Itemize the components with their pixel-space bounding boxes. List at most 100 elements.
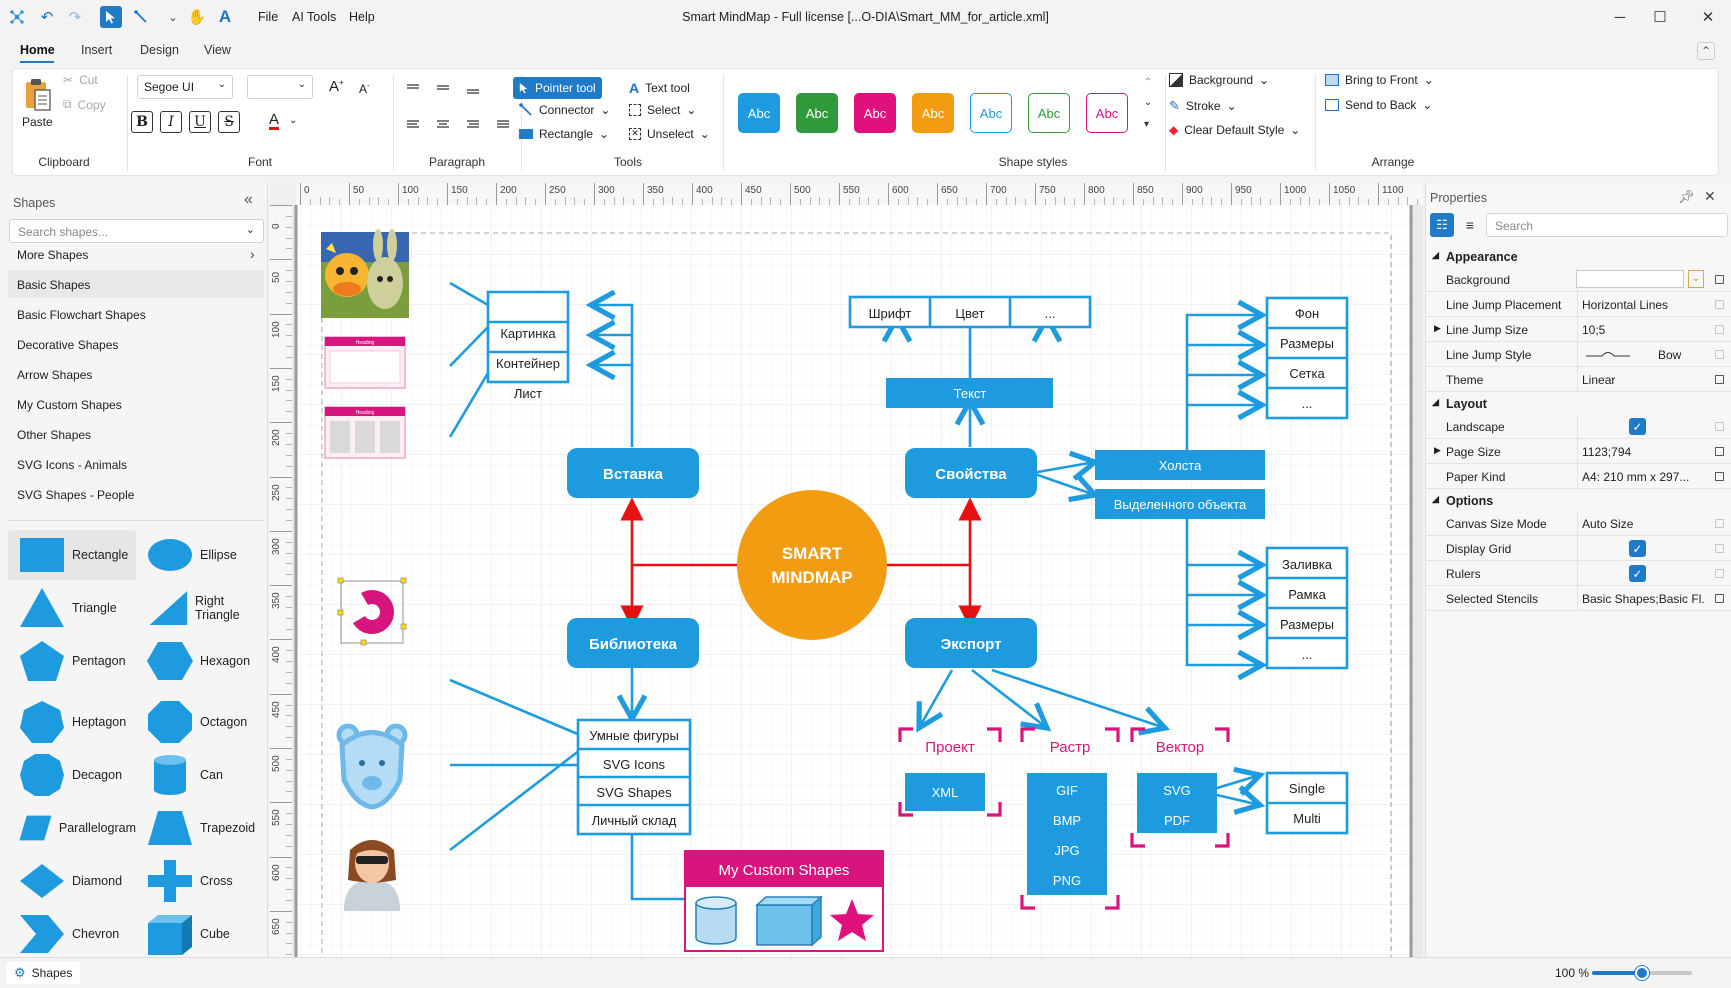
expand-triangle-icon[interactable]: ▶: [1434, 445, 1441, 455]
shape-item[interactable]: Parallelogram: [8, 803, 136, 853]
connector-tool-icon[interactable]: [130, 6, 152, 28]
library-item-svg-icons[interactable]: SVG Icons: [603, 757, 666, 772]
collapse-ribbon-button[interactable]: ⌃: [1697, 42, 1715, 60]
shape-item[interactable]: Hexagon: [136, 636, 264, 686]
text-item-font[interactable]: Шрифт: [869, 306, 912, 321]
text-item-color[interactable]: Цвет: [955, 306, 984, 321]
property-reset-icon[interactable]: [1715, 375, 1724, 384]
bear-icon[interactable]: [336, 723, 408, 810]
shape-item[interactable]: Triangle: [8, 583, 136, 633]
chevron-right-icon[interactable]: ›: [250, 246, 255, 262]
insert-item-sheet[interactable]: Лист: [514, 386, 542, 401]
strike-button[interactable]: S: [218, 111, 240, 133]
close-button[interactable]: ✕: [1701, 9, 1715, 26]
property-checkbox[interactable]: ✓: [1629, 418, 1646, 435]
shape-item[interactable]: Right Triangle: [136, 583, 264, 633]
insert-item-container[interactable]: Контейнер: [496, 356, 560, 371]
clear-style-button[interactable]: ◆Clear Default Style⌄: [1169, 123, 1300, 137]
property-reset-icon[interactable]: [1715, 350, 1724, 359]
shape-style-swatch[interactable]: Abc: [796, 93, 838, 133]
shape-category-item[interactable]: Decorative Shapes: [17, 338, 119, 352]
shape-category-item[interactable]: Other Shapes: [17, 428, 92, 442]
shape-style-swatch[interactable]: Abc: [970, 93, 1012, 133]
property-value[interactable]: Basic Shapes;Basic Fl...: [1582, 592, 1704, 606]
node-library[interactable]: [567, 618, 699, 668]
close-panel-icon[interactable]: ✕: [1704, 188, 1716, 204]
shape-item[interactable]: Chevron: [8, 909, 136, 959]
stroke-button[interactable]: ✎Stroke⌄: [1169, 98, 1237, 114]
shape-item[interactable]: Trapezoid: [136, 803, 264, 853]
selected-item-more[interactable]: ...: [1302, 647, 1313, 662]
node-properties[interactable]: [905, 448, 1037, 498]
property-reset-icon[interactable]: [1715, 325, 1724, 334]
pointer-tool-button[interactable]: Pointer tool: [513, 77, 602, 99]
selected-item-fill[interactable]: Заливка: [1282, 557, 1333, 572]
node-vector-list[interactable]: [1137, 773, 1217, 833]
grow-font-icon[interactable]: A+: [329, 78, 344, 95]
property-value[interactable]: Bow: [1658, 348, 1682, 362]
shape-category-item[interactable]: Arrow Shapes: [17, 368, 93, 382]
search-shapes-input[interactable]: Search shapes... ⌄: [9, 219, 264, 243]
color-picker-input[interactable]: [1576, 270, 1684, 288]
chevron-down-icon[interactable]: ⌄: [1144, 97, 1153, 108]
shape-style-swatch[interactable]: Abc: [1028, 93, 1070, 133]
property-reset-icon[interactable]: [1715, 544, 1724, 553]
alphabetical-view-button[interactable]: ≡: [1465, 217, 1475, 233]
shape-style-swatch[interactable]: Abc: [912, 93, 954, 133]
shape-item[interactable]: Ellipse: [136, 530, 264, 580]
heading-sheet-1[interactable]: Heading: [324, 336, 406, 389]
shape-item[interactable]: Cube: [136, 909, 264, 959]
collapse-panel-icon[interactable]: «: [244, 191, 253, 208]
property-reset-icon[interactable]: [1715, 447, 1724, 456]
selected-item-border[interactable]: Рамка: [1288, 587, 1326, 602]
property-checkbox[interactable]: ✓: [1629, 565, 1646, 582]
font-color-icon[interactable]: A: [269, 111, 280, 130]
property-value[interactable]: 1123;794: [1582, 445, 1632, 459]
property-reset-icon[interactable]: [1715, 275, 1724, 284]
menu-help[interactable]: Help: [349, 10, 375, 24]
shape-category-item[interactable]: Basic Flowchart Shapes: [17, 308, 146, 322]
property-reset-icon[interactable]: [1715, 472, 1724, 481]
toy-picture[interactable]: [321, 229, 409, 318]
shape-item[interactable]: Can: [136, 750, 264, 800]
property-section[interactable]: ◢Appearance: [1426, 245, 1731, 267]
shape-category-item[interactable]: More Shapes: [17, 248, 89, 262]
property-checkbox[interactable]: ✓: [1629, 540, 1646, 557]
chevron-down-icon[interactable]: ⌄: [289, 115, 298, 126]
property-value[interactable]: 10;5: [1582, 323, 1606, 337]
property-reset-icon[interactable]: [1715, 519, 1724, 528]
diagram-canvas[interactable]: SMART MINDMAP Вставка Свойства Библиотек…: [292, 205, 1423, 957]
zoom-slider[interactable]: [1592, 966, 1692, 980]
expand-triangle-icon[interactable]: ▶: [1434, 323, 1441, 333]
selected-item-size[interactable]: Размеры: [1280, 617, 1334, 632]
shape-item[interactable]: Octagon: [136, 697, 264, 747]
shrink-font-icon[interactable]: A-: [359, 81, 370, 96]
heading-sheet-2[interactable]: Heading: [324, 406, 406, 459]
pin-icon[interactable]: 📌︎: [1678, 189, 1695, 204]
color-dropdown-icon[interactable]: ⌄: [1688, 270, 1704, 288]
shape-item[interactable]: Rectangle: [8, 530, 136, 580]
shape-category-item[interactable]: SVG Shapes - People: [17, 488, 135, 502]
menu-file[interactable]: File: [258, 10, 279, 24]
properties-search-input[interactable]: Search: [1486, 213, 1728, 237]
hand-tool-icon[interactable]: ✋: [187, 9, 207, 26]
node-raster-list[interactable]: [1027, 773, 1107, 895]
property-value[interactable]: Auto Size: [1582, 517, 1634, 531]
unselect-button[interactable]: ✕Unselect⌄: [629, 127, 710, 141]
bold-button[interactable]: B: [131, 111, 153, 133]
paragraph-align-icons[interactable]: [403, 79, 513, 142]
pointer-tool-icon[interactable]: [100, 6, 122, 28]
redo-icon[interactable]: ↷: [68, 9, 82, 26]
shape-item[interactable]: Decagon: [8, 750, 136, 800]
zoom-slider-thumb[interactable]: [1635, 966, 1649, 980]
minimize-button[interactable]: ─: [1614, 8, 1626, 26]
maximize-button[interactable]: ☐: [1653, 9, 1667, 26]
pdf-item-single[interactable]: Single: [1289, 781, 1325, 796]
font-size-combo[interactable]: ⌄: [247, 75, 313, 99]
node-text[interactable]: [886, 378, 1053, 408]
library-item-smart[interactable]: Умные фигуры: [589, 728, 679, 743]
shape-style-swatch[interactable]: Abc: [854, 93, 896, 133]
pdf-item-multi[interactable]: Multi: [1293, 811, 1321, 826]
node-export[interactable]: [905, 618, 1037, 668]
